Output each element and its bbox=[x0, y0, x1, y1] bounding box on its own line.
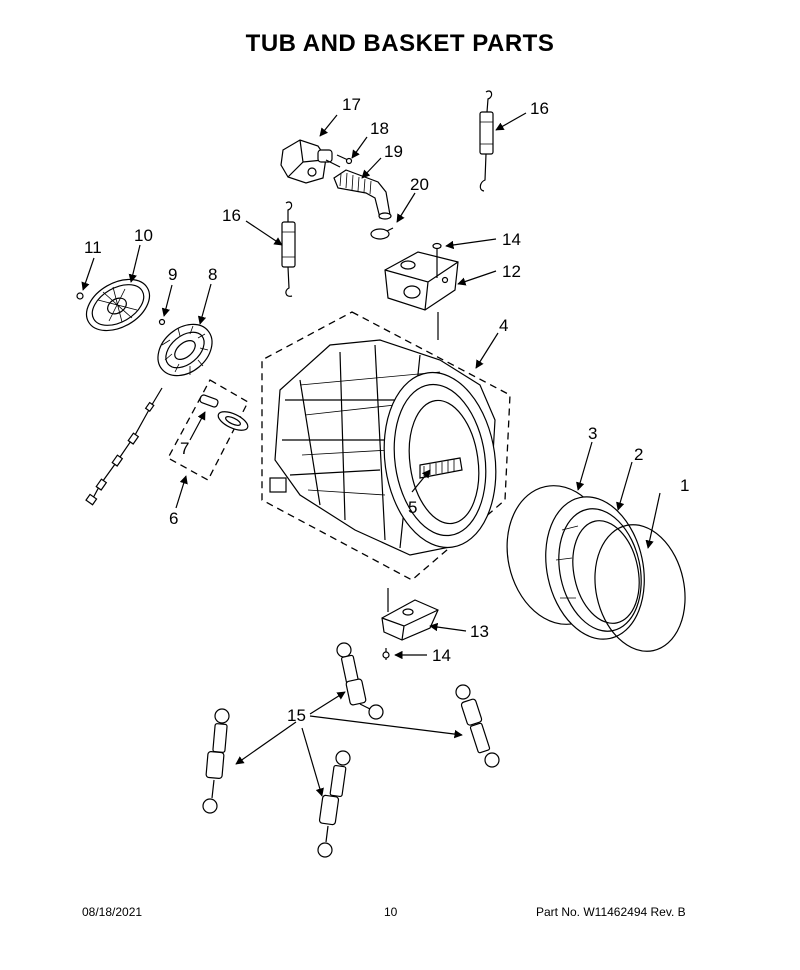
clamp-part-20 bbox=[370, 227, 394, 240]
callout-10: 10 bbox=[134, 226, 153, 245]
callout-14-bottom: 14 bbox=[432, 646, 451, 665]
callout-1: 1 bbox=[680, 476, 689, 495]
callout-15: 15 bbox=[287, 706, 306, 725]
callout-5: 5 bbox=[408, 498, 417, 517]
basket-part-5 bbox=[383, 371, 497, 549]
leader-lines bbox=[81, 112, 661, 797]
screw-part-18 bbox=[336, 154, 353, 165]
damper-part-15-top bbox=[336, 642, 384, 720]
lower-bracket-part-13 bbox=[381, 588, 439, 641]
drain-pump-part-17 bbox=[280, 139, 341, 184]
callout-4: 4 bbox=[499, 316, 508, 335]
callout-8: 8 bbox=[208, 265, 217, 284]
vent-grid bbox=[269, 477, 287, 493]
hall-sensor-kit-part-6 bbox=[167, 379, 249, 481]
damper-part-15-bottom bbox=[317, 750, 351, 858]
bolt-part-9 bbox=[158, 318, 166, 326]
callout-20: 20 bbox=[410, 175, 429, 194]
callout-2: 2 bbox=[634, 445, 643, 464]
sensor-part-7 bbox=[199, 394, 249, 431]
clamp-part-1 bbox=[594, 524, 686, 652]
callout-18: 18 bbox=[370, 119, 389, 138]
callout-9: 9 bbox=[168, 265, 177, 284]
damper-part-15-left bbox=[202, 708, 230, 814]
callout-16-left: 16 bbox=[222, 206, 241, 225]
bolt-part-14-top bbox=[432, 242, 442, 278]
page-title: TUB AND BASKET PARTS bbox=[245, 30, 555, 57]
mount-bracket-part-12 bbox=[384, 251, 459, 311]
callout-11: 11 bbox=[84, 238, 102, 257]
footer-page-number: 10 bbox=[384, 905, 398, 919]
callout-7: 7 bbox=[180, 439, 189, 458]
wire-harness bbox=[85, 387, 163, 506]
bolt-part-11 bbox=[76, 292, 84, 300]
callout-19: 19 bbox=[384, 142, 403, 161]
rotor-part-10 bbox=[85, 278, 151, 332]
callout-labels: 1 2 3 4 5 6 7 8 9 10 11 12 13 14 14 15 1… bbox=[84, 95, 689, 725]
callout-12: 12 bbox=[502, 262, 521, 281]
footer-part-number: Part No. W11462494 Rev. B bbox=[536, 905, 686, 919]
damper-part-15-right bbox=[455, 684, 500, 768]
spring-part-16-top bbox=[479, 90, 494, 192]
callout-13: 13 bbox=[470, 622, 489, 641]
callout-6: 6 bbox=[169, 509, 178, 528]
callout-17: 17 bbox=[342, 95, 361, 114]
bolt-part-14-bottom bbox=[382, 648, 390, 660]
callout-14-top: 14 bbox=[502, 230, 521, 249]
callout-16-top: 16 bbox=[530, 99, 549, 118]
footer-date: 08/18/2021 bbox=[82, 905, 143, 919]
stator-part-8 bbox=[157, 323, 213, 377]
callout-3: 3 bbox=[588, 424, 597, 443]
spring-part-16-left bbox=[281, 201, 296, 297]
